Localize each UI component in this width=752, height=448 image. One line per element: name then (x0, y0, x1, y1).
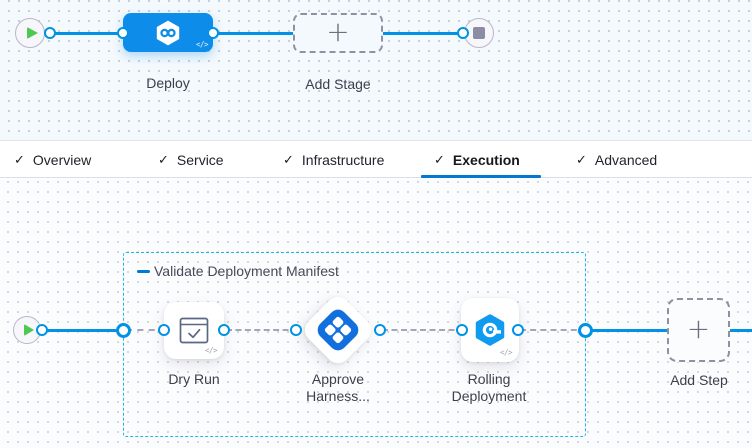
port[interactable] (36, 324, 48, 336)
step-group-label: Validate Deployment Manifest (154, 263, 339, 279)
exec-line-start (40, 328, 124, 332)
step-label-dry-run: Dry Run (168, 371, 220, 387)
step-yaml-badge[interactable]: </> (499, 348, 513, 357)
port[interactable] (374, 324, 386, 336)
execution-canvas (0, 179, 752, 448)
add-stage-button[interactable]: + (293, 13, 383, 53)
tab-bar (0, 141, 752, 178)
tab-execution[interactable]: ✓ Execution (434, 141, 520, 178)
dry-run-icon (179, 317, 209, 344)
tab-advanced[interactable]: ✓ Advanced (576, 141, 657, 178)
active-tab-indicator (421, 175, 541, 178)
check-icon: ✓ (158, 152, 169, 167)
port[interactable] (218, 324, 230, 336)
plus-icon: + (326, 15, 350, 48)
play-icon (24, 324, 34, 336)
check-icon: ✓ (434, 152, 445, 167)
step-label-approve: Approve Harness... (306, 371, 370, 404)
exec-dashed-line (126, 328, 166, 331)
check-icon: ✓ (283, 152, 294, 167)
exec-dashed-line (382, 328, 464, 331)
stage-connector-line (44, 31, 465, 35)
step-dry-run[interactable]: </> (164, 302, 224, 359)
tab-label: Service (176, 151, 224, 168)
exec-dashed-line (226, 328, 298, 331)
port[interactable] (456, 324, 468, 336)
add-step-button[interactable]: + (667, 298, 730, 362)
port[interactable] (512, 324, 524, 336)
approval-icon (313, 305, 363, 355)
step-group-header[interactable]: Validate Deployment Manifest (137, 263, 339, 279)
port[interactable] (158, 324, 170, 336)
port[interactable] (115, 322, 131, 338)
pipeline-start-node[interactable] (15, 18, 45, 48)
stage-node-deploy[interactable]: </> (123, 13, 213, 52)
tab-label: Advanced (594, 151, 658, 168)
stage-yaml-badge[interactable]: </> (195, 40, 209, 49)
stop-icon (473, 27, 485, 39)
check-icon: ✓ (14, 152, 25, 167)
add-step-label: Add Step (670, 372, 728, 388)
port[interactable] (207, 27, 219, 39)
add-stage-label: Add Stage (305, 76, 371, 92)
stage-label: Deploy (146, 75, 190, 91)
tab-label: Execution (452, 151, 520, 168)
play-icon (26, 27, 38, 39)
rolling-deployment-icon (475, 314, 505, 346)
port[interactable] (577, 322, 593, 338)
exec-dashed-line (520, 328, 587, 331)
port[interactable] (44, 27, 56, 39)
check-icon: ✓ (576, 152, 587, 167)
step-yaml-badge[interactable]: </> (204, 346, 218, 355)
harness-pipeline-icon (156, 20, 180, 45)
port[interactable] (290, 324, 302, 336)
collapse-icon[interactable] (137, 269, 150, 273)
plus-icon: + (686, 312, 711, 345)
tab-overview[interactable]: ✓ Overview (14, 141, 91, 178)
pipeline-end-node[interactable] (464, 18, 494, 48)
step-rolling-deployment[interactable]: </> (461, 298, 519, 362)
port[interactable] (457, 27, 469, 39)
tab-infrastructure[interactable]: ✓ Infrastructure (283, 141, 384, 178)
tab-service[interactable]: ✓ Service (158, 141, 224, 178)
tab-label: Overview (32, 151, 92, 168)
step-label-rolling: Rolling Deployment (451, 371, 527, 404)
tab-label: Infrastructure (301, 151, 385, 168)
step-group-container[interactable] (123, 252, 586, 437)
port[interactable] (117, 27, 129, 39)
